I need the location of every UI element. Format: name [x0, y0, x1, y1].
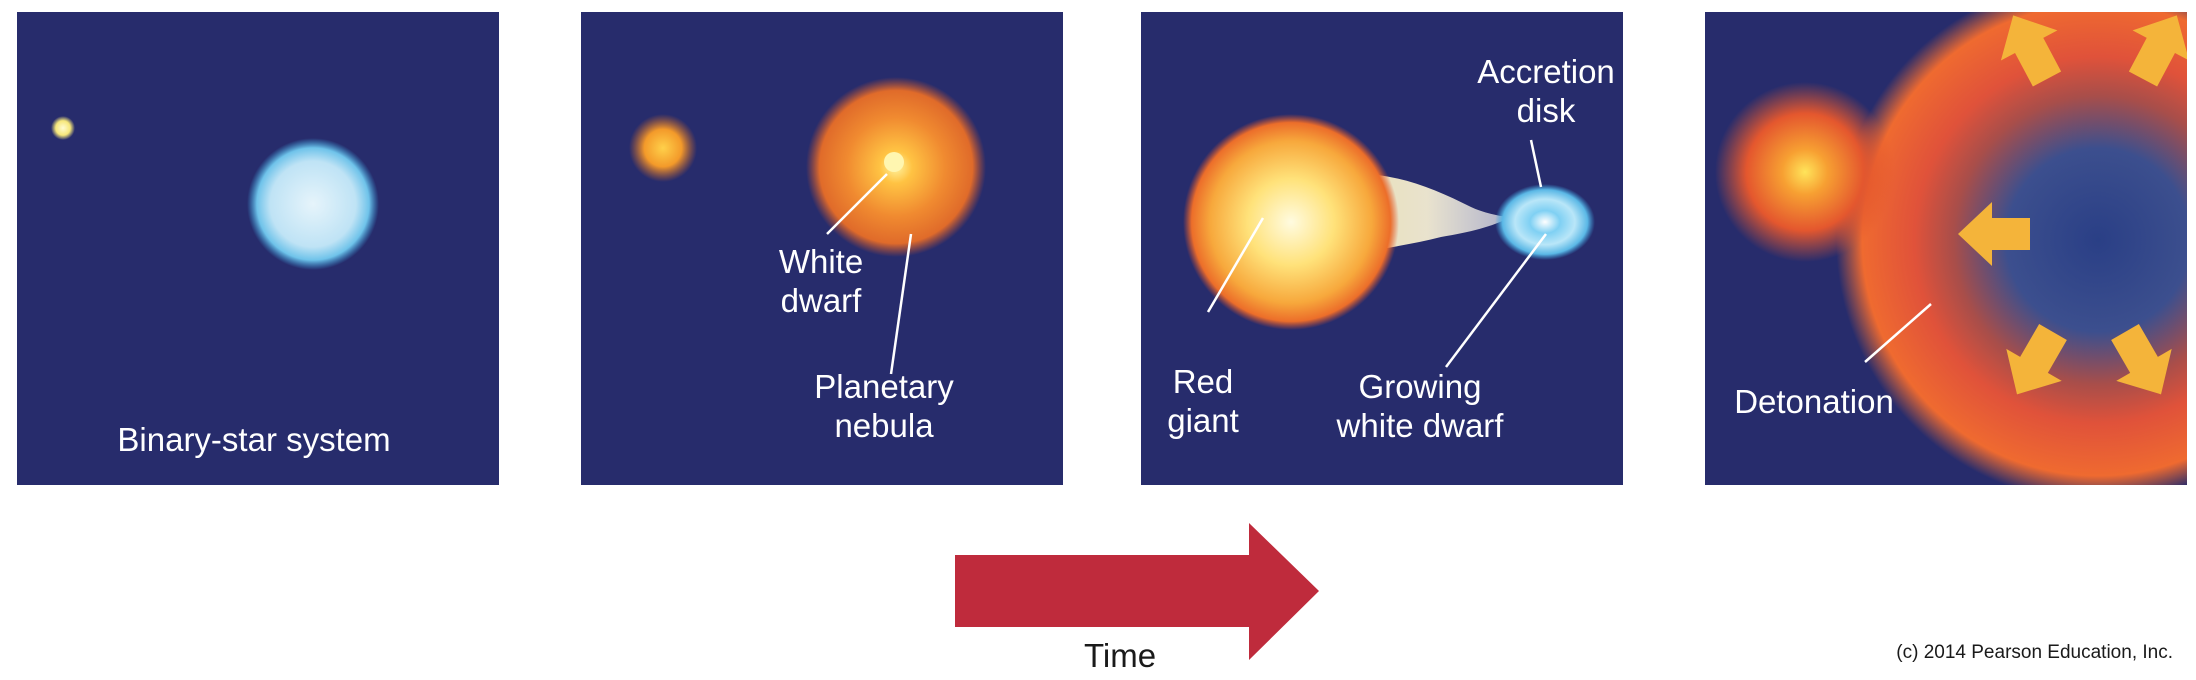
- label-binary-star-system: Binary-star system: [117, 421, 391, 458]
- label-planetary-nebula-line-1: Planetary: [814, 368, 954, 405]
- label-planetary-nebula-line-2: nebula: [834, 407, 934, 444]
- burst-arrow-down-left: [2006, 324, 2067, 395]
- label-detonation: Detonation: [1734, 383, 1894, 420]
- label-red-giant-line-1: Red: [1172, 363, 1234, 400]
- label-red-giant: Red giant: [1167, 362, 1239, 440]
- time-arrow: [955, 523, 1319, 660]
- burst-arrow-left: [1958, 202, 2030, 266]
- time-label: Time: [1083, 637, 1157, 674]
- pointer-growing-white-dwarf: [1445, 233, 1547, 368]
- panel-4-illustration: [1715, 12, 2187, 485]
- label-growing-white-dwarf-line-2: white dwarf: [1336, 407, 1504, 444]
- panel-3-illustration: [1183, 114, 1595, 368]
- label-red-giant-line-2: giant: [1167, 402, 1239, 439]
- small-companion-star: [51, 116, 75, 140]
- pointer-detonation: [1864, 303, 1932, 363]
- blue-main-sequence-star: [247, 138, 379, 270]
- label-accretion-disk: Accretion disk: [1477, 52, 1615, 130]
- panel-accretion: Accretion disk Red giant Growing white d…: [1141, 12, 1623, 485]
- label-white-dwarf-line-1: White: [778, 243, 864, 280]
- time-arrow-shape: [955, 523, 1319, 660]
- copyright-notice: (c) 2014 Pearson Education, Inc.: [1896, 642, 2173, 663]
- label-accretion-disk-line-2: disk: [1516, 92, 1576, 129]
- burst-arrow-down-right: [2111, 324, 2172, 395]
- label-growing-white-dwarf: Growing white dwarf: [1337, 367, 1504, 445]
- label-accretion-disk-line-1: Accretion: [1477, 53, 1615, 90]
- pointer-planetary-nebula: [889, 233, 913, 375]
- label-white-dwarf: White dwarf: [779, 242, 863, 320]
- panel-detonation: Detonation: [1705, 12, 2187, 485]
- accretion-disk-shape: [1495, 184, 1595, 260]
- burst-arrow-up-right: [2128, 15, 2187, 87]
- white-dwarf-core: [884, 152, 904, 172]
- pointer-red-giant: [1206, 217, 1265, 313]
- companion-star: [629, 114, 697, 182]
- burst-arrow-up-left: [2000, 15, 2062, 87]
- burst-arrows: [1958, 15, 2187, 395]
- pointer-accretion-disk: [1529, 139, 1543, 188]
- panel-binary-star-system: Binary-star system: [17, 12, 499, 485]
- companion-star: [1715, 82, 1895, 262]
- panel-2-illustration: [629, 77, 986, 375]
- label-white-dwarf-line-2: dwarf: [780, 282, 862, 319]
- label-growing-white-dwarf-line-1: Growing: [1358, 368, 1482, 405]
- panel-planetary-nebula: White dwarf Planetary nebula: [581, 12, 1063, 485]
- panel-1-illustration: [51, 116, 379, 270]
- pointer-white-dwarf: [826, 173, 888, 235]
- label-planetary-nebula: Planetary nebula: [814, 367, 953, 445]
- red-giant-star: [1183, 114, 1399, 330]
